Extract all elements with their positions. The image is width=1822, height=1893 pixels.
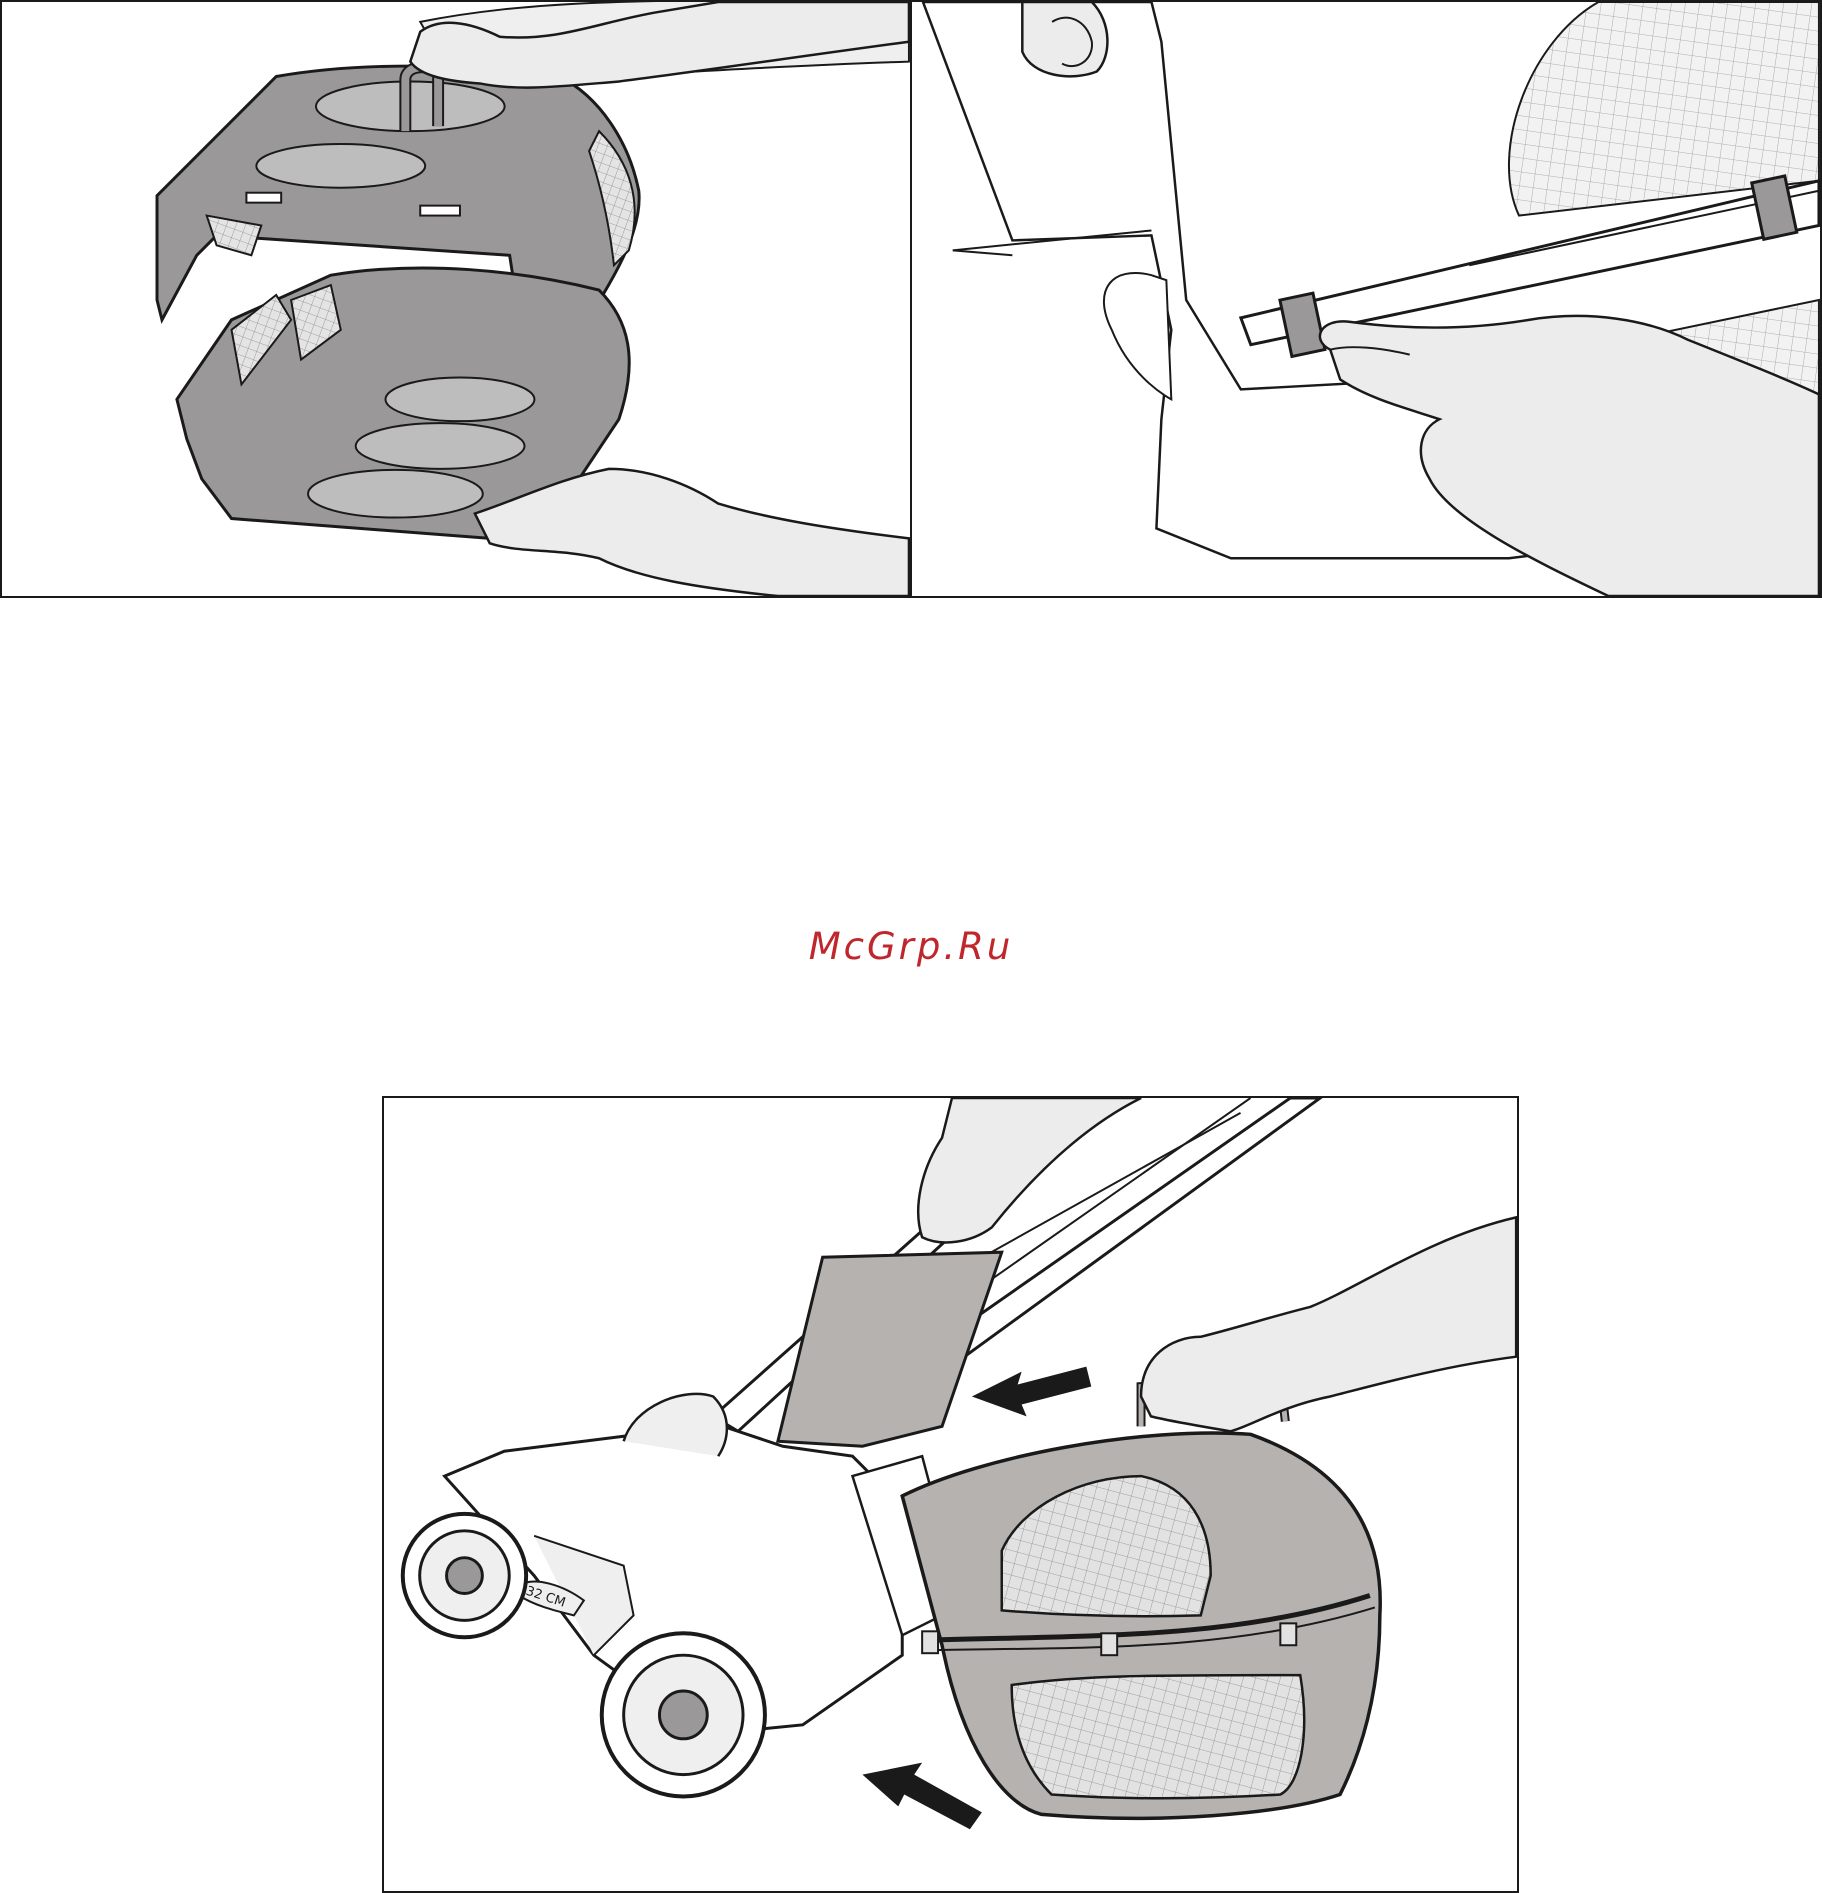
hand-carrying-catcher — [1141, 1217, 1516, 1431]
arrow-lower — [862, 1763, 981, 1830]
figure-attach-catcher-to-mower: 32 CM — [382, 1096, 1519, 1893]
hand-lifting-flap — [918, 1098, 1141, 1242]
figure-fit-bag-clips — [910, 0, 1822, 598]
watermark: McGrp.Ru — [0, 925, 1822, 968]
rear-flap — [778, 1252, 1002, 1446]
figure-remove-catcher-lid — [0, 0, 912, 598]
rear-wheel — [602, 1633, 765, 1796]
catcher-mesh-lower — [1012, 1675, 1304, 1798]
illustration-mower-catcher: 32 CM — [384, 1098, 1517, 1891]
illustration-bag-clips — [912, 2, 1820, 596]
frame-cutout — [1104, 273, 1171, 399]
front-wheel — [403, 1514, 526, 1637]
bag-recess-1 — [385, 377, 534, 421]
lid-recess — [256, 144, 425, 188]
arrow-upper — [972, 1367, 1091, 1417]
illustration-catcher-lid — [2, 2, 910, 596]
